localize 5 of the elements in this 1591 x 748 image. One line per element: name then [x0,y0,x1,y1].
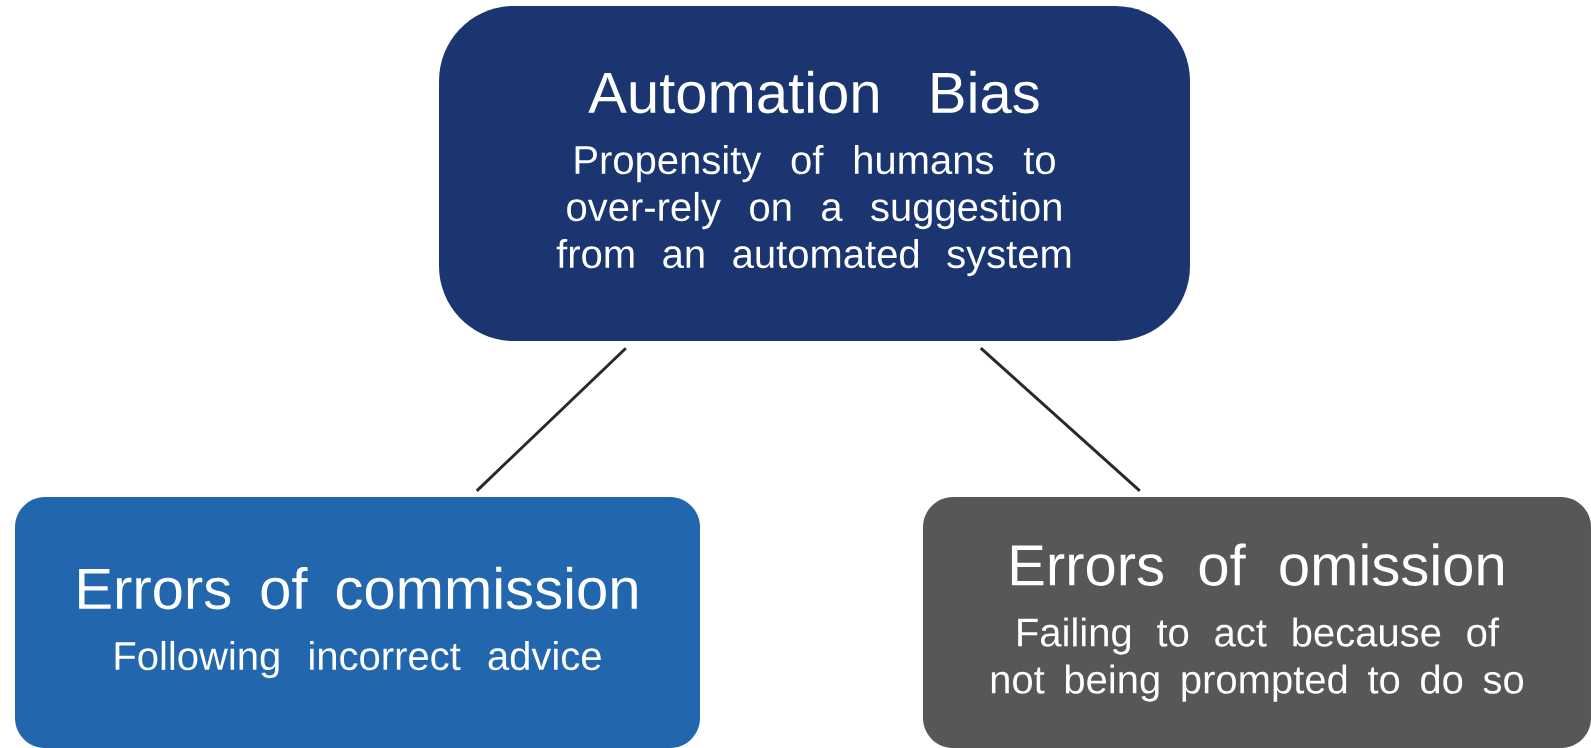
connector-line [979,347,1141,492]
connector-line [475,347,627,492]
rounded-box: Errors of commission Following incorrect advice [15,497,700,748]
rounded-box: Errors of omission Failing to act because of not being prompted to do so [923,497,1591,748]
rounded-box: Automation Bias Propensity of humans to over-rely on a suggestion from an automated system [439,6,1190,341]
